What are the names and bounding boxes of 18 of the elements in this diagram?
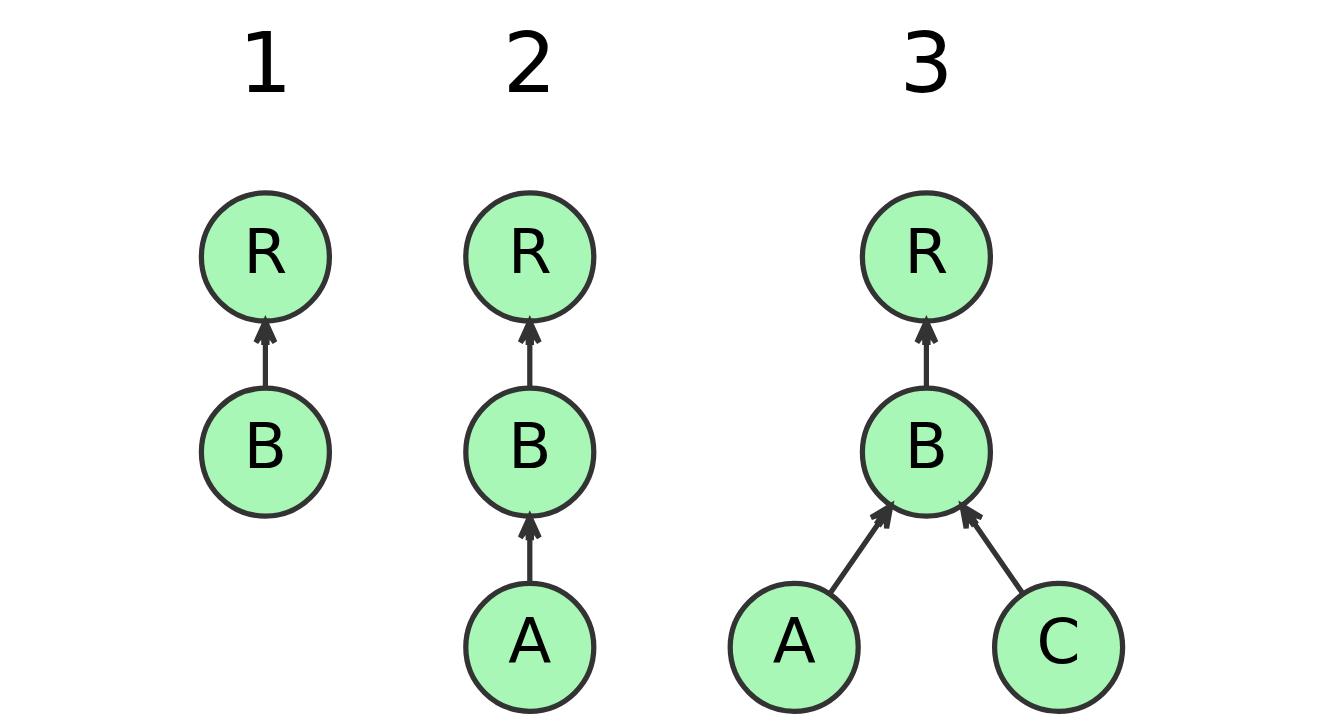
arrow [517, 513, 542, 584]
arrow [914, 318, 939, 389]
label: 3 [899, 14, 954, 113]
arrow [253, 318, 278, 389]
label: 1 [238, 14, 293, 113]
node-circle: B [859, 385, 994, 519]
node-circle: A [463, 580, 597, 714]
node-circle: C [991, 580, 1126, 714]
node-circle: R [198, 190, 333, 324]
node-circle: R [463, 190, 597, 324]
arrow [828, 503, 894, 595]
node-circle: B [463, 385, 597, 519]
label: 2 [503, 14, 557, 113]
arrow [517, 318, 542, 389]
node-circle: A [727, 580, 861, 714]
node-circle: B [198, 385, 333, 519]
arrow [959, 503, 1025, 595]
node-circle: R [859, 190, 994, 324]
